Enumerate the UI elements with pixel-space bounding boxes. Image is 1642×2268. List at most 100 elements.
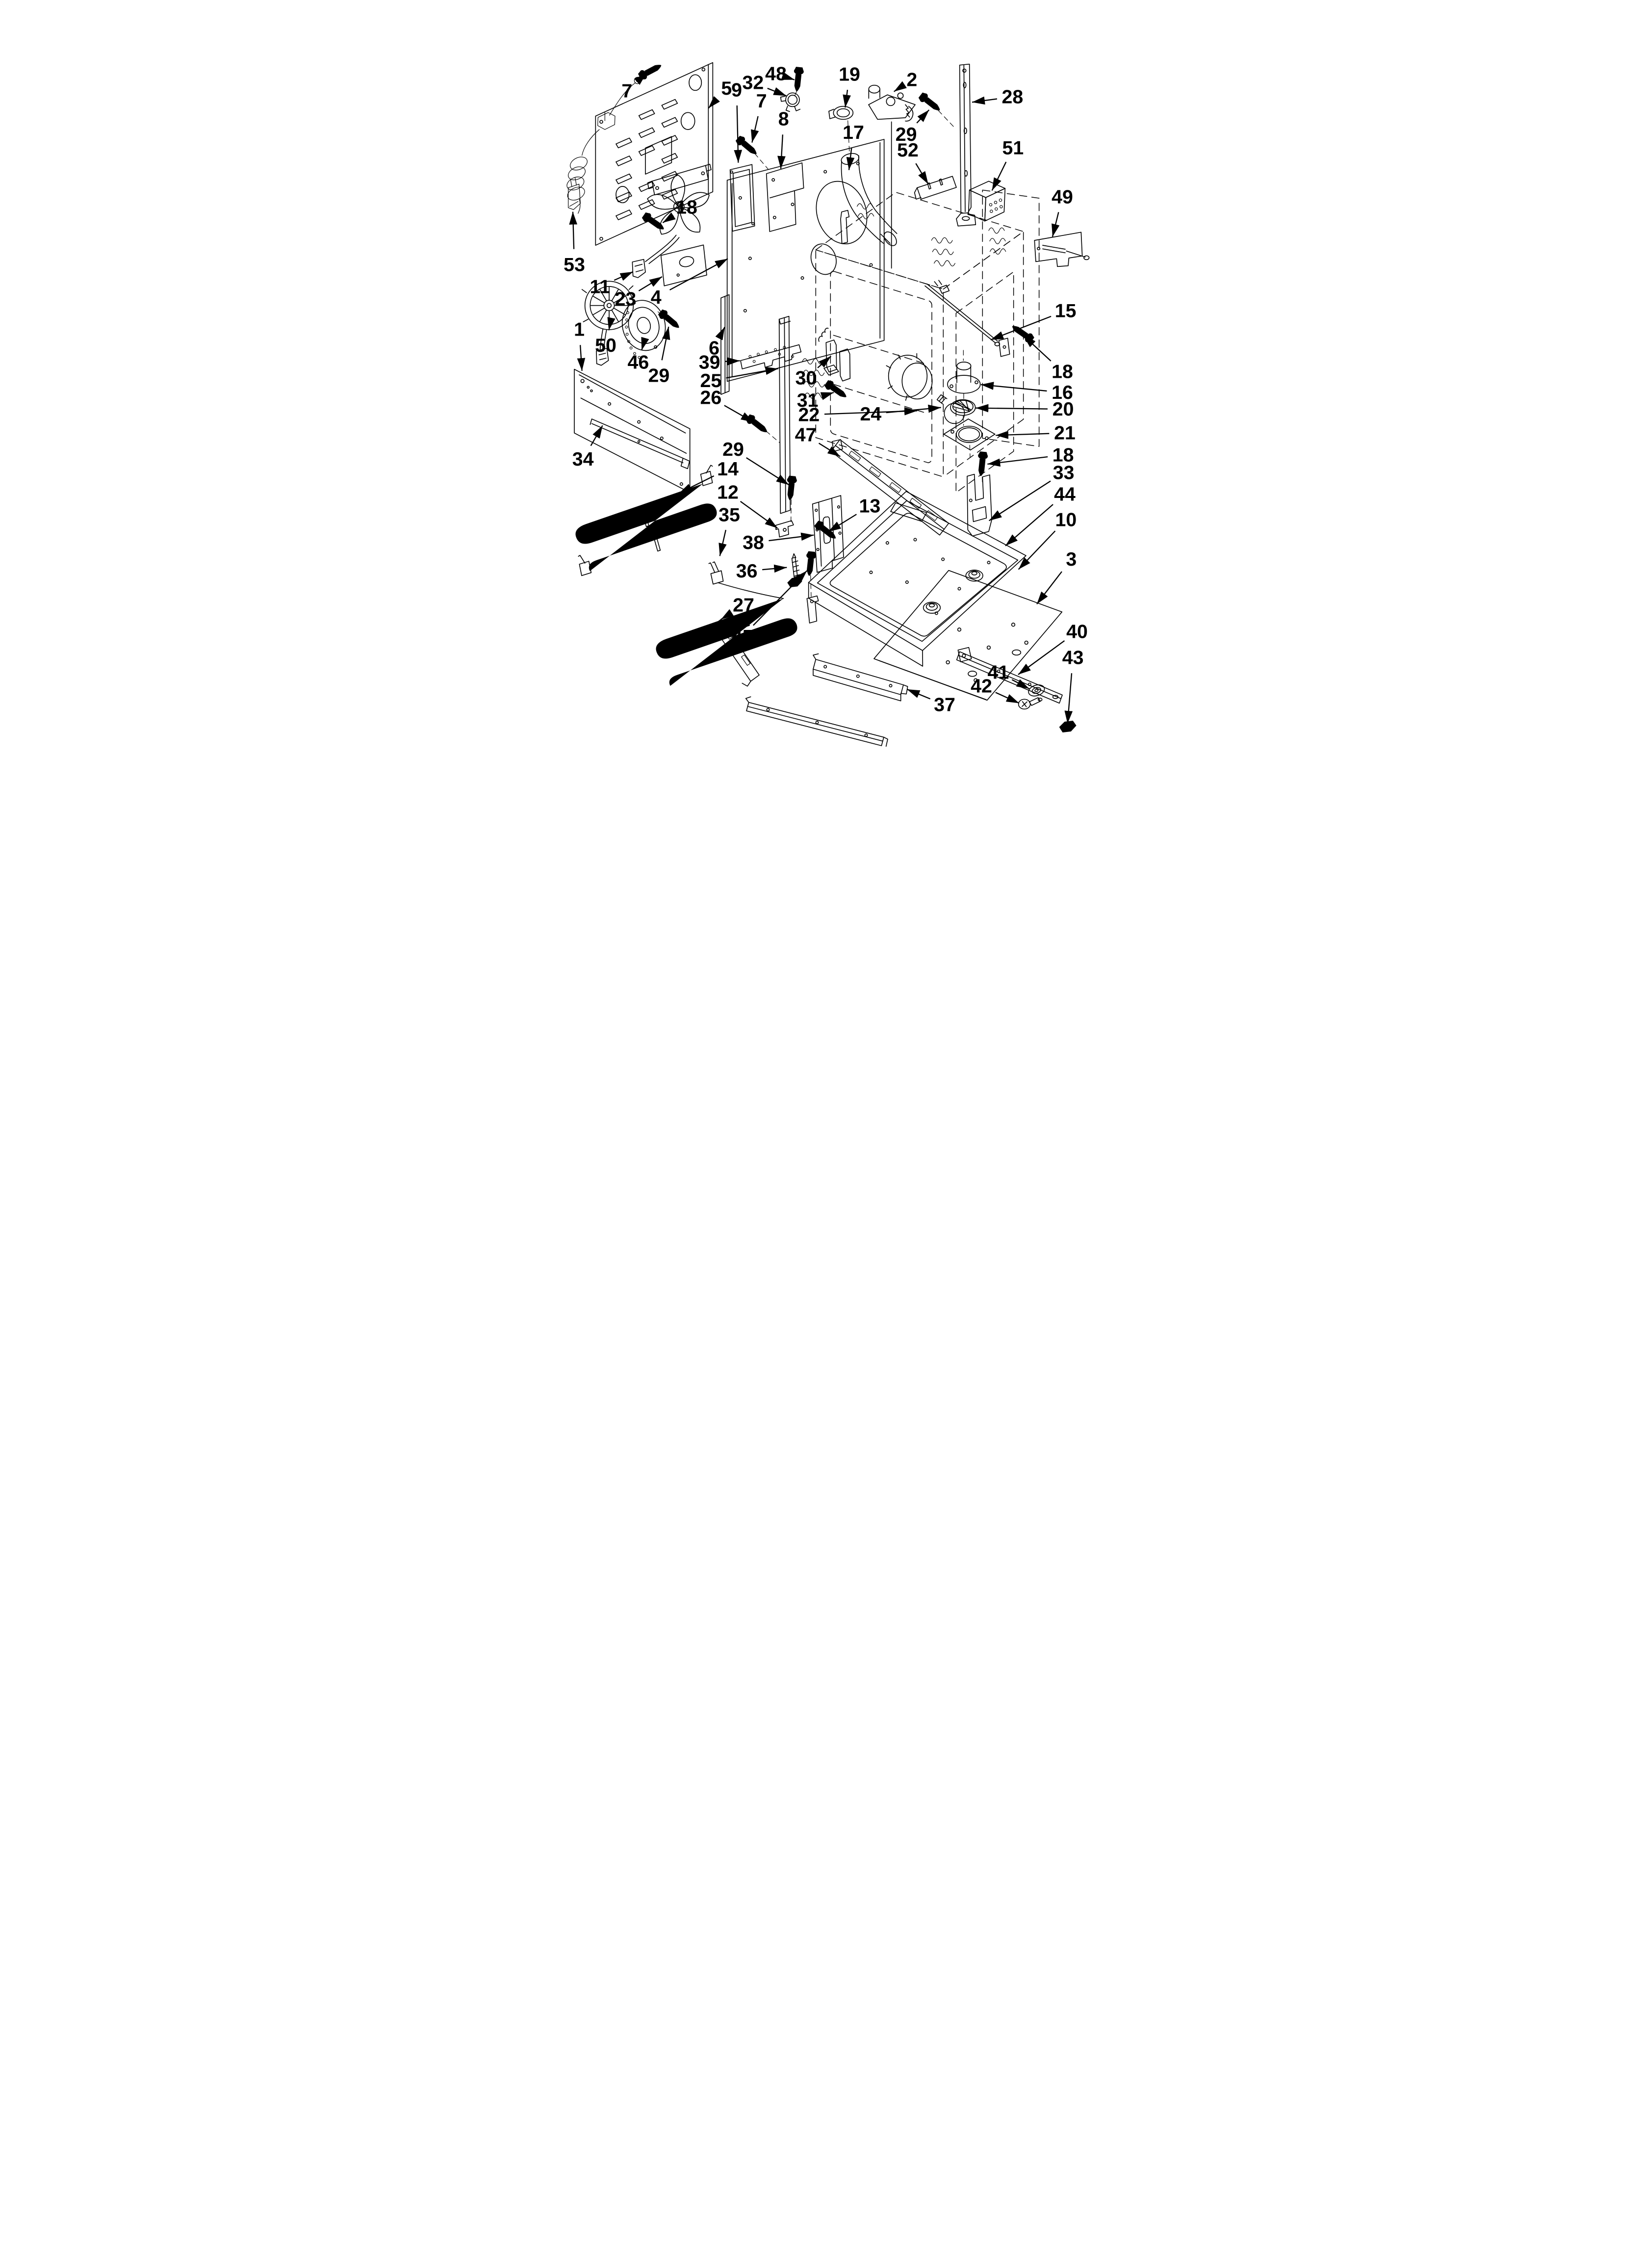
leader-arrow-11-11 — [614, 271, 634, 281]
screw-31 — [823, 379, 849, 401]
callout-label-16-16: 16 — [1052, 382, 1073, 403]
leader-arrow-5-4 — [708, 96, 720, 109]
leader-arrow-16-16 — [980, 382, 1047, 392]
leader-arrow-30-34 — [817, 356, 832, 368]
callout-label-9-9: 9 — [731, 79, 742, 101]
callout-label-18-19: 18 — [1052, 361, 1073, 382]
leader-arrow-13-13 — [828, 514, 857, 532]
leader-arrow-45-49 — [753, 570, 808, 626]
bottom-panel — [873, 570, 1063, 701]
leader-arrow-36-40 — [762, 564, 787, 573]
callout-label-7-6: 7 — [621, 80, 632, 102]
leader-arrow-18-20 — [987, 456, 1048, 467]
callout-label-46-50: 46 — [627, 352, 649, 373]
callout-label-31-35: 31 — [797, 390, 819, 411]
leader-arrow-40-44 — [1018, 640, 1065, 675]
leader-arrow-44-48 — [1005, 504, 1053, 547]
pan-feet — [923, 570, 983, 614]
leader-arrow-24-26 — [886, 404, 941, 414]
leader-arrow-23-25 — [638, 276, 663, 291]
bracket-33 — [967, 473, 992, 537]
callout-label-29-32: 29 — [648, 365, 669, 386]
leader-arrow-42-46 — [995, 692, 1020, 704]
trim-6 — [720, 294, 730, 395]
callout-label-48-52: 48 — [765, 63, 787, 85]
bracket-49 — [1034, 232, 1090, 267]
temp-sensor — [924, 280, 1010, 357]
bottom-rail-37 — [813, 653, 908, 702]
leader-arrow-26-28 — [724, 405, 754, 423]
leader-arrow-31-35 — [820, 391, 834, 400]
light-socket — [947, 362, 981, 394]
leader-arrow-19-21 — [843, 89, 851, 108]
leader-arrow-34-38 — [590, 425, 603, 446]
latch-align-line — [938, 110, 956, 130]
leader-arrow-1-0 — [577, 345, 586, 371]
limit-switch — [780, 92, 801, 112]
callout-label-30-34: 30 — [795, 367, 817, 389]
callout-label-14-14: 14 — [717, 458, 739, 480]
fan-blade — [647, 174, 710, 235]
callout-label-17-17: 17 — [843, 122, 864, 143]
gasket-align-line — [847, 120, 850, 154]
light-lens-cap — [886, 353, 933, 401]
leader-arrow-27-29 — [720, 609, 734, 620]
latch-bracket-52 — [914, 176, 957, 200]
screw-18-light — [975, 451, 989, 477]
leader-arrow-20-22 — [975, 404, 1048, 413]
callout-label-21-23: 21 — [1054, 422, 1076, 444]
fan-align-line — [655, 310, 662, 315]
callout-label-24-26: 24 — [860, 403, 881, 425]
callout-label-27-29: 27 — [733, 594, 754, 616]
leg-align-line — [791, 499, 792, 523]
leader-arrow-14-14 — [679, 475, 715, 494]
relay-51 — [968, 181, 1006, 222]
screw-29-leg — [785, 475, 797, 501]
screw-26 — [744, 413, 770, 436]
exploded-parts-diagram: 1234567789101112131415161718181819202122… — [564, 61, 1090, 747]
callout-label-25-27: 25 — [700, 370, 721, 391]
leader-arrow-7-7 — [750, 116, 759, 143]
callout-label-39-43: 39 — [699, 351, 720, 373]
leader-arrow-49-53 — [1052, 212, 1060, 237]
callout-label-18-20: 18 — [1052, 444, 1074, 466]
leader-arrow-38-42 — [769, 532, 814, 542]
lower-rail — [745, 696, 888, 747]
leader-arrow-47-51 — [818, 443, 841, 457]
leader-arrow-48-52 — [781, 72, 795, 80]
bracket-align-line — [754, 153, 769, 170]
callout-label-23-25: 23 — [615, 288, 636, 310]
side-strut-28 — [956, 63, 976, 227]
side-channel-25 — [778, 315, 791, 514]
leader-arrow-52-56 — [915, 163, 929, 184]
light-axis — [963, 350, 983, 485]
slotted-rail-47 — [830, 439, 949, 536]
leader-arrow-3-2 — [1036, 571, 1062, 605]
callout-label-15-15: 15 — [1055, 300, 1077, 321]
callout-label-13-13: 13 — [859, 495, 880, 517]
cover-frame-9 — [729, 164, 755, 232]
callout-label-33-37: 33 — [1053, 462, 1075, 483]
leader-arrow-4-3 — [669, 258, 728, 291]
callout-label-29-31: 29 — [896, 124, 917, 145]
leader-arrow-8-8 — [777, 134, 786, 169]
callout-label-26-28: 26 — [700, 387, 721, 409]
callout-label-52-56: 52 — [897, 139, 919, 161]
leader-arrow-29-32 — [661, 326, 670, 361]
callout-label-18-18: 18 — [676, 197, 697, 218]
callout-label-28-30: 28 — [1001, 86, 1023, 107]
callout-label-2-1: 2 — [906, 69, 917, 91]
leader-arrow-41-45 — [1011, 679, 1030, 690]
callout-label-19-21: 19 — [839, 64, 860, 85]
callout-label-53-57: 53 — [564, 254, 585, 275]
leader-arrow-6-5 — [715, 327, 725, 340]
leader-arrow-53-57 — [569, 211, 578, 249]
callout-label-32-36: 32 — [742, 72, 764, 93]
leveling-foot-36 — [787, 553, 802, 588]
leader-arrow-15-15 — [990, 315, 1052, 340]
leader-arrow-32-36 — [767, 87, 787, 97]
callout-label-11-11: 11 — [590, 276, 611, 297]
callout-label-6-5: 6 — [709, 337, 719, 359]
